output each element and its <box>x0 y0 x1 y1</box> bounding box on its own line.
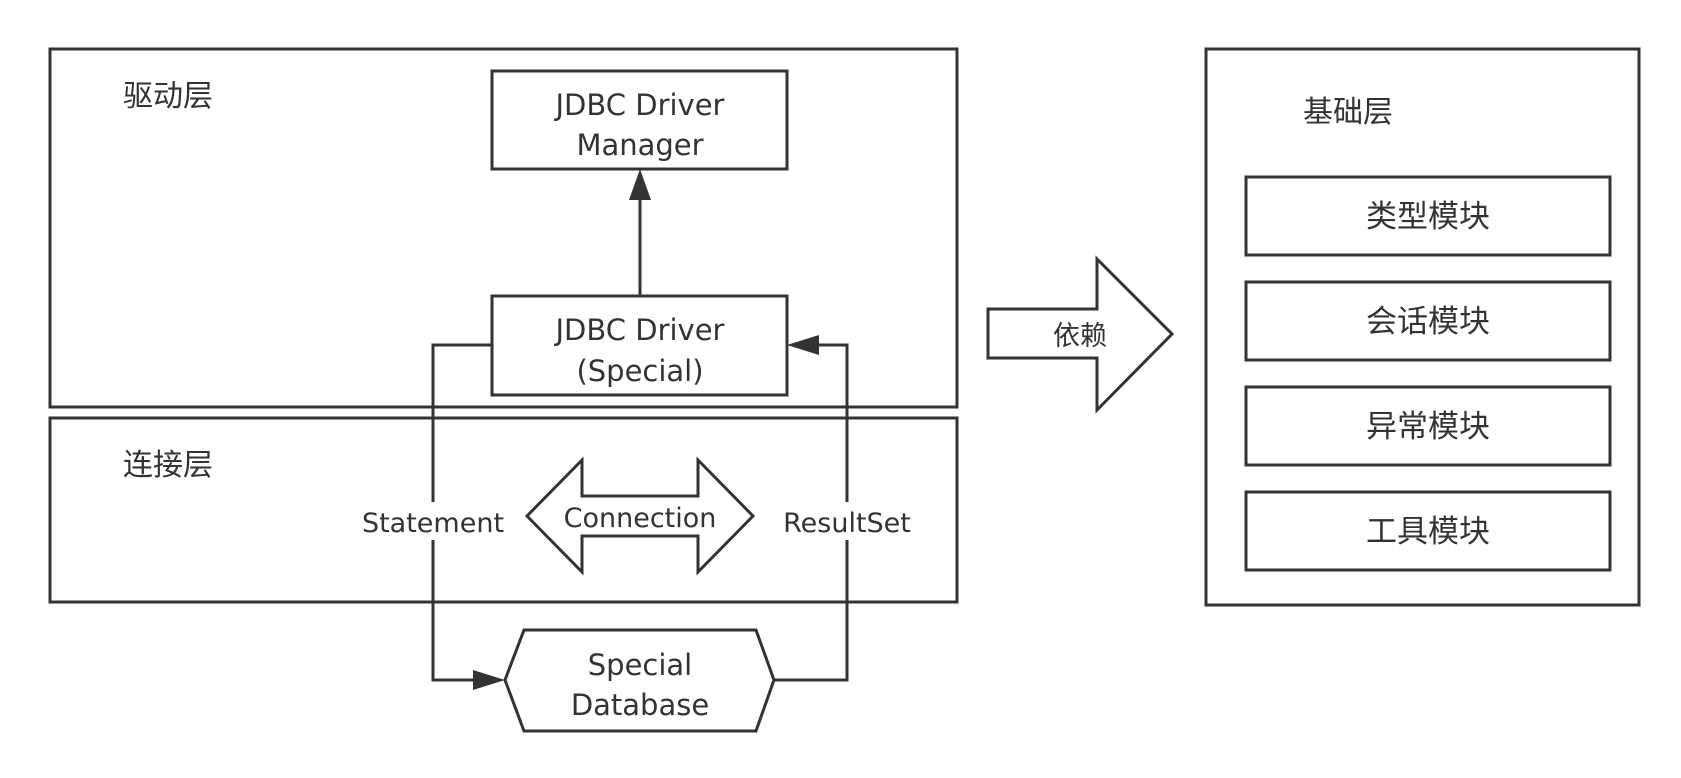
module-session-box <box>1244 280 1612 362</box>
resultset-label-backing <box>775 502 919 540</box>
base-layer: 基础层 类型模块 会话模块 异常模块 工具模块 <box>1204 47 1641 607</box>
connection-double-arrow-shape <box>524 456 756 576</box>
depends-label: 依赖 <box>1053 321 1107 352</box>
module-type: 类型模块 <box>1244 175 1612 257</box>
module-session-label: 会话模块 <box>1366 304 1490 340</box>
driver-manager-node: JDBC Driver Manager <box>490 69 789 171</box>
driver-special-box <box>490 294 789 397</box>
driver-manager-label-line1: JDBC Driver <box>554 88 725 122</box>
module-exception-box <box>1244 385 1612 467</box>
module-utility-box <box>1244 490 1612 572</box>
driver-to-manager-arrowhead <box>629 169 651 200</box>
depends-arrow-shape <box>986 255 1175 414</box>
driver-manager-box <box>490 69 789 171</box>
special-database-node: Special Database <box>503 628 776 733</box>
driver-manager-label-line2: Manager <box>576 128 703 162</box>
special-database-label-line2: Database <box>571 688 709 722</box>
resultset-label: ResultSet <box>783 508 911 539</box>
module-exception: 异常模块 <box>1244 385 1612 467</box>
module-type-box <box>1244 175 1612 257</box>
module-exception-label: 异常模块 <box>1366 409 1490 445</box>
driver-special-node: JDBC Driver (Special) <box>490 294 789 397</box>
special-database-label-line1: Special <box>588 648 693 682</box>
statement-label-backing <box>358 502 508 540</box>
connection-layer-label: 连接层 <box>123 448 213 483</box>
module-session: 会话模块 <box>1244 280 1612 362</box>
module-utility: 工具模块 <box>1244 490 1612 572</box>
connection-label: Connection <box>564 503 717 534</box>
statement-label: Statement <box>362 508 504 539</box>
driver-layer-label: 驱动层 <box>123 79 213 114</box>
depends-arrow: 依赖 <box>986 255 1175 414</box>
base-layer-label: 基础层 <box>1303 95 1393 130</box>
driver-special-label-line2: (Special) <box>576 354 703 388</box>
resultset-arrowhead <box>787 335 819 355</box>
module-utility-label: 工具模块 <box>1366 514 1490 550</box>
connection-double-arrow: Connection <box>524 456 756 576</box>
module-type-label: 类型模块 <box>1366 199 1490 235</box>
driver-special-label-line1: JDBC Driver <box>554 313 725 347</box>
statement-arrowhead <box>473 670 505 690</box>
special-database-shape <box>503 628 776 733</box>
